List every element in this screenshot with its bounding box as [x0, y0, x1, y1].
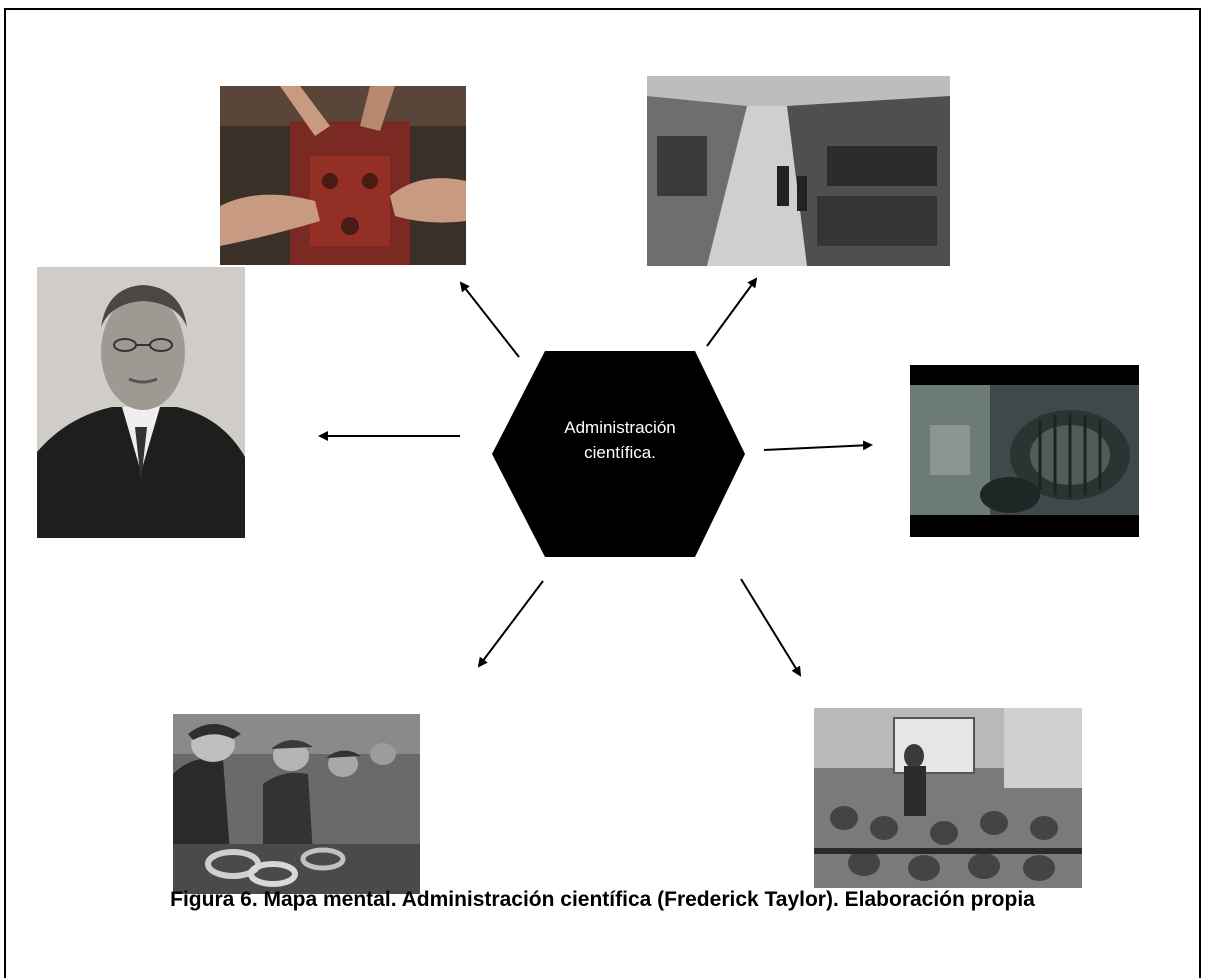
arrow-to-workers — [477, 580, 544, 668]
hands-on-machine-photo — [220, 86, 466, 265]
factory-floor-photo — [647, 76, 950, 266]
figure-caption: Figura 6. Mapa mental. Administración ci… — [170, 888, 1035, 911]
lecture-photo — [814, 708, 1082, 888]
industrial-machine-photo — [910, 365, 1139, 537]
center-hexagon — [492, 351, 745, 557]
arrow-to-factory — [706, 277, 758, 347]
center-node-label: Administración científica. — [520, 415, 720, 465]
center-label-line1: Administración — [564, 418, 676, 437]
figure-frame — [4, 8, 1201, 978]
portrait-photo — [37, 267, 245, 538]
workers-photo — [173, 714, 420, 894]
center-label-line2: científica. — [584, 443, 656, 462]
arrow-to-classroom — [740, 578, 802, 677]
arrow-to-machine — [763, 440, 873, 451]
arrow-to-hands — [459, 281, 520, 358]
